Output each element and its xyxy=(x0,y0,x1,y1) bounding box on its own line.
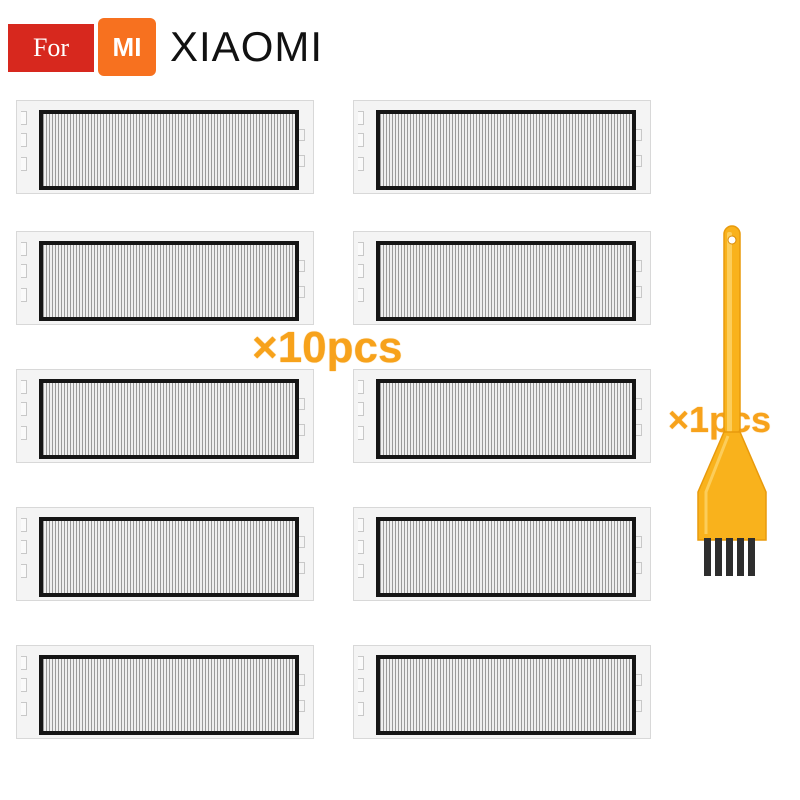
hepa-filter-image xyxy=(16,100,314,194)
hepa-filter-image xyxy=(16,369,314,463)
filter-mesh xyxy=(376,517,636,597)
mi-logo: MI xyxy=(98,18,156,76)
filter-mesh xyxy=(39,517,299,597)
hepa-filter-image xyxy=(353,507,651,601)
hepa-filter-image xyxy=(353,231,651,325)
hepa-filter-image xyxy=(353,645,651,739)
hepa-filter-image xyxy=(16,231,314,325)
filter-mesh xyxy=(376,379,636,459)
cleaning-brush-image xyxy=(697,225,767,576)
filter-mesh xyxy=(376,655,636,735)
brand-name: XIAOMI xyxy=(170,23,324,70)
filter-quantity-label: ×10pcs xyxy=(252,323,403,372)
filter-mesh xyxy=(39,241,299,321)
for-badge: For xyxy=(8,24,94,72)
filter-mesh xyxy=(39,110,299,190)
hepa-filter-image xyxy=(16,507,314,601)
filter-mesh xyxy=(39,655,299,735)
filter-mesh xyxy=(376,110,636,190)
hepa-filter-image xyxy=(353,369,651,463)
hepa-filter-image xyxy=(16,645,314,739)
hepa-filter-image xyxy=(353,100,651,194)
brush-quantity-label: ×1pcs xyxy=(668,399,772,440)
filter-mesh xyxy=(39,379,299,459)
filter-mesh xyxy=(376,241,636,321)
